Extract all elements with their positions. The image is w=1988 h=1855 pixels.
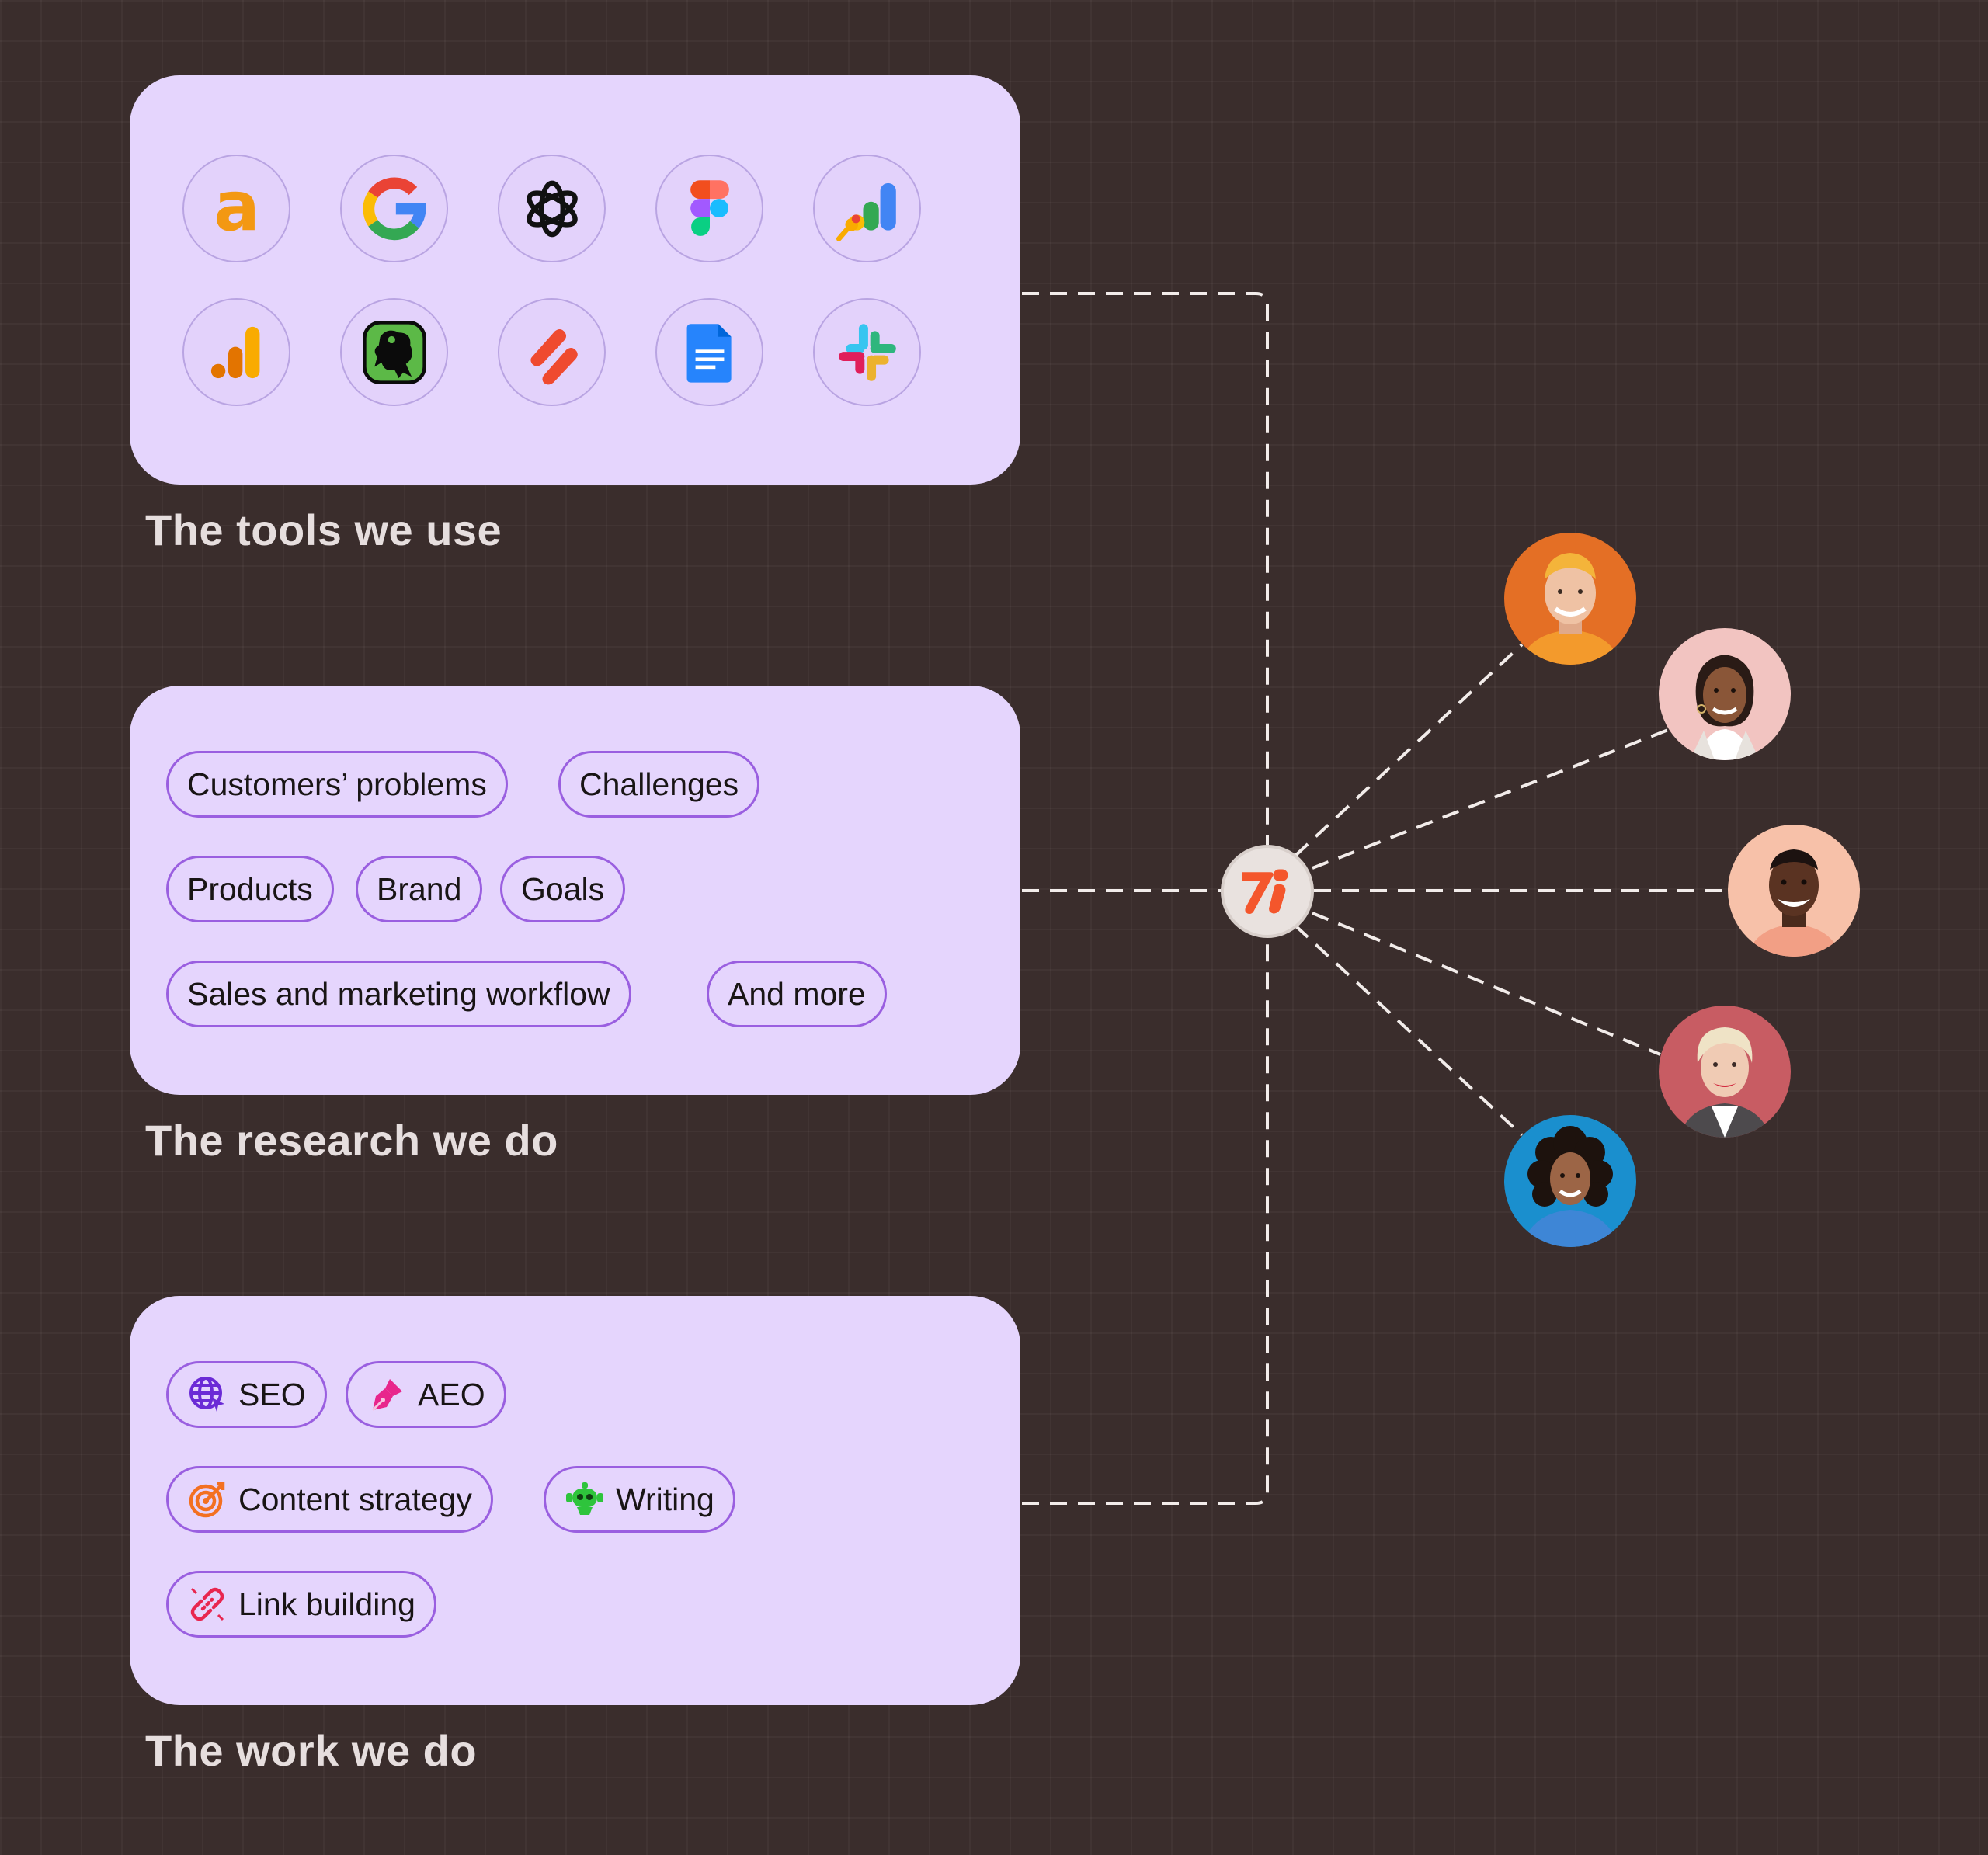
clearscope-icon xyxy=(530,328,578,384)
google-icon xyxy=(363,177,426,240)
connector-tools xyxy=(1022,292,1269,845)
target-icon xyxy=(189,1482,225,1518)
research-tag[interactable]: Challenges xyxy=(558,751,760,818)
avatar-woman-curly-icon xyxy=(1504,1115,1636,1247)
work-tag-label: SEO xyxy=(238,1376,306,1412)
work-tag-label: Content strategy xyxy=(238,1481,472,1517)
tool-screaming-frog[interactable] xyxy=(340,298,448,406)
team-avatar[interactable] xyxy=(1659,628,1791,760)
section-title-work: The work we do xyxy=(145,1726,478,1775)
google-docs-icon xyxy=(686,323,732,383)
google-analytics-icon xyxy=(210,326,259,378)
avatar-woman-icon xyxy=(1659,628,1791,760)
section-title-tools: The tools we use xyxy=(145,505,502,554)
team-avatar[interactable] xyxy=(1504,533,1636,665)
robot-icon xyxy=(566,1482,603,1515)
team-avatar[interactable] xyxy=(1728,825,1860,957)
openai-icon xyxy=(526,180,578,237)
tool-amazon[interactable]: a xyxy=(182,155,290,262)
globe-icon xyxy=(189,1377,224,1412)
research-card: Customers’ problems Challenges Products … xyxy=(130,686,1020,1095)
work-tag-link-building[interactable]: Link building xyxy=(166,1571,436,1638)
link-icon xyxy=(190,1587,224,1621)
slack-icon xyxy=(838,323,896,381)
work-tag-label: Writing xyxy=(616,1481,714,1517)
avatar-woman-blonde-icon xyxy=(1659,1006,1791,1138)
tool-figma[interactable] xyxy=(655,155,763,262)
research-tag[interactable]: Sales and marketing workflow xyxy=(166,961,631,1027)
work-tag-writing[interactable]: Writing xyxy=(544,1466,735,1533)
work-tag-content-strategy[interactable]: Content strategy xyxy=(166,1466,493,1533)
tool-google[interactable] xyxy=(340,155,448,262)
work-tag-label: Link building xyxy=(238,1586,415,1622)
avatar-man-smiling-icon xyxy=(1728,825,1860,957)
connector-avatar-5 xyxy=(1294,924,1524,1137)
tool-clearscope[interactable] xyxy=(498,298,606,406)
hub-logo[interactable] xyxy=(1221,845,1314,938)
tool-google-docs[interactable] xyxy=(655,298,763,406)
connector-avatar-4 xyxy=(1312,912,1661,1056)
google-ads-analytics-icon xyxy=(836,182,896,241)
research-tag[interactable]: Goals xyxy=(500,856,626,922)
tool-slack[interactable] xyxy=(813,298,921,406)
brand-logo-icon xyxy=(1242,869,1288,914)
tool-openai[interactable] xyxy=(498,155,606,262)
tool-google-analytics[interactable] xyxy=(182,298,290,406)
connector-work xyxy=(1022,938,1269,1505)
connector-avatar-2 xyxy=(1312,728,1669,870)
avatar-man-beanie-icon xyxy=(1504,533,1636,665)
amazon-icon: a xyxy=(214,173,260,245)
work-tag-label: AEO xyxy=(418,1376,485,1412)
team-avatar[interactable] xyxy=(1659,1006,1791,1138)
research-tag[interactable]: Brand xyxy=(356,856,483,922)
figma-icon xyxy=(690,179,729,236)
pen-icon xyxy=(371,1379,402,1412)
screaming-frog-icon xyxy=(362,320,426,384)
team-avatar[interactable] xyxy=(1504,1115,1636,1247)
work-card: SEO AEO Content strategy xyxy=(130,1296,1020,1705)
svg-text:a: a xyxy=(214,173,260,245)
work-tag-seo[interactable]: SEO xyxy=(166,1361,327,1428)
research-tag[interactable]: Customers’ problems xyxy=(166,751,508,818)
tool-google-ads-analytics[interactable] xyxy=(813,155,921,262)
work-tag-aeo[interactable]: AEO xyxy=(346,1361,506,1428)
section-title-research: The research we do xyxy=(145,1116,558,1165)
tools-card: a xyxy=(130,75,1020,485)
research-tag[interactable]: Products xyxy=(166,856,334,922)
connector-avatar-1 xyxy=(1294,643,1524,857)
research-tag[interactable]: And more xyxy=(707,961,887,1027)
